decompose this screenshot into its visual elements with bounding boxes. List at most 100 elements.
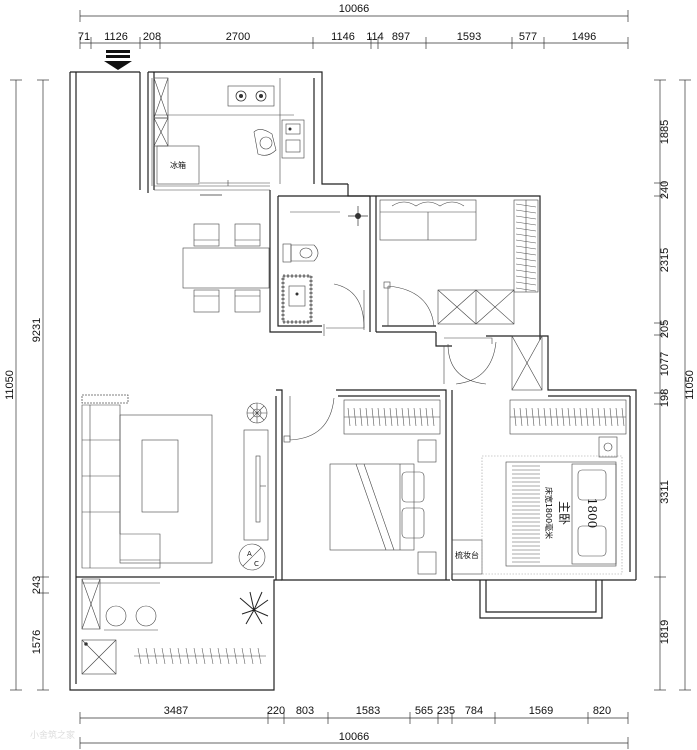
hanger-mark — [515, 227, 537, 232]
right-dim-label: 1885 — [659, 120, 671, 144]
rug — [481, 455, 623, 575]
hanger-mark — [371, 407, 375, 427]
hanger-mark — [515, 251, 537, 256]
hanger-mark — [591, 407, 595, 427]
hanger-mark — [515, 257, 537, 262]
washing-machine-icon — [81, 639, 117, 675]
right-dimension-chain: 1885 240 2315 205 1077 198 3311 1819 110… — [654, 79, 696, 691]
hanger-mark — [515, 269, 537, 274]
corridor-cabinet — [511, 335, 543, 391]
tv-cabinet — [243, 429, 269, 541]
svg-text:C: C — [254, 560, 259, 568]
living-rug — [119, 414, 213, 564]
hanger-mark — [609, 407, 613, 427]
right-dim-label: 240 — [659, 181, 671, 199]
bed-width-label: 1800 — [585, 498, 599, 529]
right-dim-label: 3311 — [659, 480, 671, 504]
top-dim-label: 1146 — [331, 31, 355, 43]
dining-table-set — [182, 223, 270, 313]
hanger-mark — [585, 407, 589, 427]
wardrobe — [509, 399, 627, 435]
left-dim-label: 9231 — [31, 318, 43, 342]
hanger-mark — [621, 407, 625, 427]
hanger-mark — [543, 407, 547, 427]
top-dim-label: 1593 — [457, 31, 481, 43]
top-dim-label: 577 — [519, 31, 537, 43]
bottom-dim-label: 1569 — [529, 705, 553, 717]
person-icon — [253, 129, 277, 156]
potted-plant-icon — [239, 591, 269, 625]
hanger-mark — [561, 407, 565, 427]
right-dim-label: 198 — [659, 389, 671, 407]
hanger-mark — [555, 407, 559, 427]
left-dimension-chain: 11050 9231 243 1576 — [4, 79, 49, 691]
bottom-dimension-chain: 3487 220 803 1583 565 235 784 1569 820 1… — [79, 705, 629, 749]
sofa-bed — [379, 199, 477, 241]
corridor — [435, 332, 543, 391]
hanger-mark — [537, 407, 541, 427]
hanger-mark — [515, 245, 537, 250]
bottom-dim-label: 820 — [593, 705, 611, 717]
bathroom-vanity — [281, 274, 313, 324]
second-bedroom — [376, 199, 539, 333]
middle-bedroom-door — [283, 396, 335, 443]
toilet-icon — [282, 243, 319, 263]
dresser-label: 梳妆台 — [455, 550, 479, 560]
hanger-mark — [169, 647, 174, 665]
hanger-mark — [431, 407, 435, 427]
plant-icon — [246, 402, 268, 424]
hanger-mark — [519, 407, 523, 427]
hanger-mark — [515, 203, 537, 208]
living-room: A C — [81, 394, 269, 625]
dresser: 梳妆台 — [451, 539, 483, 575]
hanger-mark — [145, 647, 150, 665]
hanger-mark — [531, 407, 535, 427]
left-total-label: 11050 — [4, 370, 16, 400]
right-dim-label: 2315 — [659, 248, 671, 272]
kitchen-sink-icon — [281, 119, 305, 159]
master-bedroom-label: 主卧 — [557, 501, 571, 525]
hanger-mark — [377, 407, 381, 427]
coffee-table — [141, 439, 179, 513]
hanger-mark — [225, 647, 230, 665]
hanger-mark — [549, 407, 553, 427]
fridge-label: 冰箱 — [170, 160, 186, 170]
bottom-dim-label: 784 — [465, 705, 483, 717]
hanger-mark — [515, 215, 537, 220]
sofa — [81, 404, 161, 569]
hanger-mark — [401, 407, 405, 427]
wardrobe — [513, 199, 539, 293]
hanger-mark — [515, 281, 537, 286]
left-dim-label: 1576 — [31, 630, 43, 654]
top-dim-label: 71 — [78, 31, 90, 43]
exterior-walls — [69, 71, 637, 691]
fridge: 冰箱 — [156, 145, 200, 185]
hanger-mark — [515, 263, 537, 268]
hanger-mark — [395, 407, 399, 427]
lamp-icon — [603, 442, 613, 452]
hanger-mark — [615, 407, 619, 427]
bay-window — [452, 579, 636, 619]
hanger-mark — [515, 239, 537, 244]
middle-bedroom — [275, 389, 453, 581]
top-dim-label: 1496 — [572, 31, 596, 43]
shower-head-icon — [348, 206, 368, 226]
hanger-mark — [597, 407, 601, 427]
bathroom — [269, 190, 377, 336]
hanger-mark — [573, 407, 577, 427]
right-dim-label: 205 — [659, 320, 671, 338]
left-dim-label: 243 — [31, 576, 43, 594]
hanger-mark — [567, 407, 571, 427]
bottom-dim-label: 220 — [267, 705, 285, 717]
nightstand — [598, 436, 618, 458]
double-bed — [329, 439, 437, 575]
stove-icon — [227, 85, 275, 107]
kitchen: 冰箱 — [151, 72, 305, 196]
master-bed — [505, 461, 617, 567]
kitchen-cabinet — [153, 77, 169, 147]
hanger-mark — [241, 647, 246, 665]
hanger-mark — [515, 275, 537, 280]
hanger-mark — [193, 647, 198, 665]
kitchen-sliding-door — [200, 180, 270, 196]
